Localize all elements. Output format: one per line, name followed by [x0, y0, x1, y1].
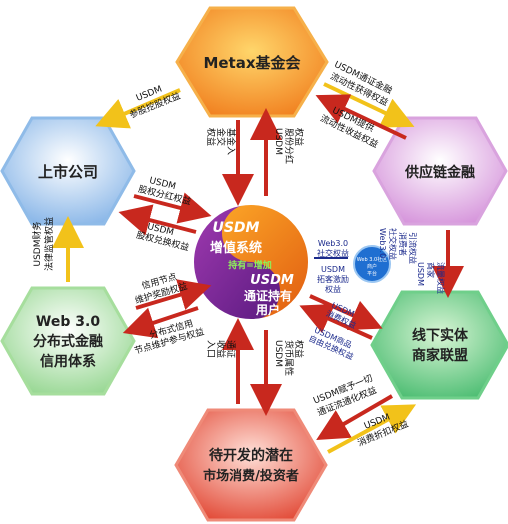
- arrow-web3-to-center: [135, 279, 212, 310]
- center-title: USDM: [212, 220, 259, 236]
- arrows: [52, 82, 464, 454]
- center-yinyang: [192, 203, 310, 321]
- hex-metax: [175, 6, 329, 118]
- label-rs-vert-3c: 流量权益: [436, 262, 446, 294]
- label-top-center-left-2: 金交: [215, 128, 227, 146]
- arrow-top-to-supply: [323, 82, 415, 128]
- arrow-bottom-to-merchant: [327, 404, 417, 454]
- center-bottom-title: USDM: [250, 273, 294, 288]
- node-merchant-line2: 商家联盟: [412, 347, 468, 364]
- arrow-center-to-web3: [122, 306, 199, 339]
- center-tag: 持有=增加: [228, 259, 272, 271]
- label-left-vert-2: 法律监管权益: [43, 217, 55, 271]
- arrow-merchant-to-bottom: [316, 394, 394, 441]
- node-merchant-line1: 线下实体: [412, 327, 469, 344]
- label-rs-vert-2a: 消费者: [398, 232, 408, 256]
- arrow-listed-to-center: [133, 192, 212, 224]
- center-bottom-line1: 通证持有: [244, 288, 292, 303]
- label-bottom-center-right-1: USDM: [273, 340, 283, 367]
- label-rs-vert-1a: Web3.0: [378, 228, 387, 258]
- label-rs-vert-2b: 引流权益: [408, 232, 418, 264]
- label-top-center-right-2: 股份分红: [283, 128, 295, 164]
- label-rs-vert-1b: 社交权益: [388, 228, 398, 260]
- arrow-top-to-listed: [95, 88, 181, 129]
- node-consumers-line2: 市场消费/投资者: [203, 468, 299, 484]
- node-supply-chain: 供应链金融: [404, 164, 475, 181]
- hex-merchant-alliance: [370, 290, 508, 400]
- label-top-center-left-1: 基金入: [225, 128, 237, 155]
- label-bottom-center-left-2: 收益: [215, 340, 227, 358]
- label-bottom-center-right-3: 权益: [293, 340, 305, 358]
- label-left-vert-1: USDM财务: [31, 222, 43, 267]
- label-right-web3-1: Web3.0: [318, 239, 348, 248]
- label-right-usdm-1: USDM: [321, 265, 345, 274]
- node-web3-line1: Web 3.0: [36, 314, 100, 330]
- center-bottom-line2: 用户: [255, 302, 280, 317]
- label-top-center-left-3: 权益: [205, 128, 217, 146]
- arrow-center-to-listed: [118, 204, 197, 236]
- label-rs-vert-3a: USDM: [416, 262, 425, 286]
- node-consumers-line1: 待开发的潜在: [209, 447, 293, 464]
- hex-web3: [0, 286, 136, 396]
- arrow-supply-to-top: [315, 94, 407, 140]
- label-rs-vert-3b: 商家: [426, 262, 436, 278]
- arrow-center-to-merchant: [309, 294, 383, 331]
- hex-supply-chain: [372, 116, 508, 226]
- mini-line1: Web 3.0社区: [357, 256, 387, 263]
- hex-consumers: [174, 408, 328, 522]
- label-bottom-center-left-1: 通证: [225, 340, 236, 358]
- label-right-web3-2: 社交权益: [317, 248, 349, 258]
- mini-platform-circle: [353, 245, 391, 283]
- label-bottom-center-right-2: 货币属性: [283, 340, 295, 376]
- label-right-usdm-3: 权益: [325, 284, 341, 294]
- label-bottom-center-left-3: 入口: [205, 340, 216, 358]
- node-listed-company: 上市公司: [38, 163, 98, 181]
- label-top-center-right-3: 权益: [293, 128, 305, 146]
- center-subtitle: 增值系统: [210, 240, 262, 256]
- arrow-merchant-to-center: [299, 303, 373, 340]
- mini-line2: 商户: [367, 263, 377, 270]
- node-metax: Metax基金会: [203, 54, 300, 72]
- label-right-usdm-2: 拓客激励: [317, 274, 349, 284]
- mini-line3: 平台: [367, 270, 377, 277]
- node-web3-line2: 分布式金融: [33, 333, 103, 350]
- label-top-center-right-1: USDM: [273, 128, 283, 155]
- node-web3-line3: 信用体系: [40, 353, 96, 370]
